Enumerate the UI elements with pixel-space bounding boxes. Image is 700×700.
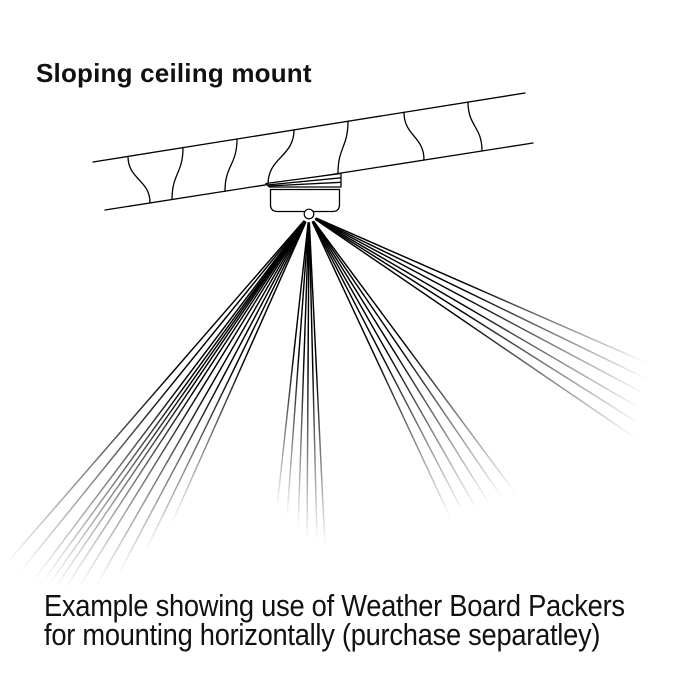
detection-beam — [297, 222, 310, 529]
detection-beam — [315, 218, 646, 395]
ceiling-grain-line — [403, 111, 425, 161]
detection-beam — [47, 220, 306, 587]
beam-fan-left — [5, 220, 307, 591]
detection-beam — [170, 221, 307, 526]
detection-beam — [315, 218, 644, 411]
detection-beam — [311, 221, 465, 515]
detection-beam — [315, 217, 648, 380]
detection-beam — [312, 220, 504, 500]
weather-board-packer-wedge — [265, 172, 342, 188]
ceiling-grain-line — [127, 155, 151, 204]
detector-body — [269, 188, 341, 213]
beam-fan-far-right — [314, 217, 648, 440]
detection-beam — [312, 221, 491, 506]
detection-beam — [312, 221, 478, 511]
diagram-caption: Example showing use of Weather Board Pac… — [44, 588, 625, 652]
detection-beam — [314, 218, 638, 440]
detection-beam — [63, 220, 306, 591]
detection-beam — [276, 222, 309, 508]
caption-line-1: Example showing use of Weather Board Pac… — [44, 588, 625, 623]
diagram-title: Sloping ceiling mount — [36, 58, 312, 88]
detection-beam — [19, 220, 305, 573]
detection-beam — [32, 220, 305, 582]
detection-beam — [306, 222, 310, 541]
detection-beam — [5, 220, 305, 565]
caption-line-2: for mounting horizontally (purchase sepa… — [44, 616, 601, 652]
detector-lens — [303, 208, 315, 220]
detection-beam — [286, 222, 310, 518]
ceiling-grain-line — [171, 146, 184, 201]
packer-layer-line — [267, 181, 342, 187]
beam-fan-mid-right — [311, 220, 517, 520]
detection-beam — [308, 222, 318, 542]
ceiling-grain-line — [267, 129, 295, 186]
packer-layer-line — [266, 177, 342, 186]
detection-beam — [117, 221, 306, 576]
detection-beam — [54, 220, 306, 589]
ceiling-grain-line — [467, 101, 483, 152]
detection-beam — [315, 217, 648, 364]
ceiling-grain-line — [337, 120, 349, 175]
detection-beam — [315, 218, 641, 425]
ceiling-grain-line — [224, 138, 238, 192]
detection-beam — [40, 220, 306, 585]
detection-beam — [308, 222, 326, 548]
detector — [269, 188, 341, 220]
detection-beam — [95, 221, 306, 587]
detection-beam — [77, 221, 306, 590]
detection-beam — [311, 221, 452, 520]
detection-beam — [144, 221, 307, 553]
ceiling-top-edge — [92, 92, 526, 163]
detection-beam — [313, 220, 517, 495]
beam-fan-center — [276, 222, 326, 548]
